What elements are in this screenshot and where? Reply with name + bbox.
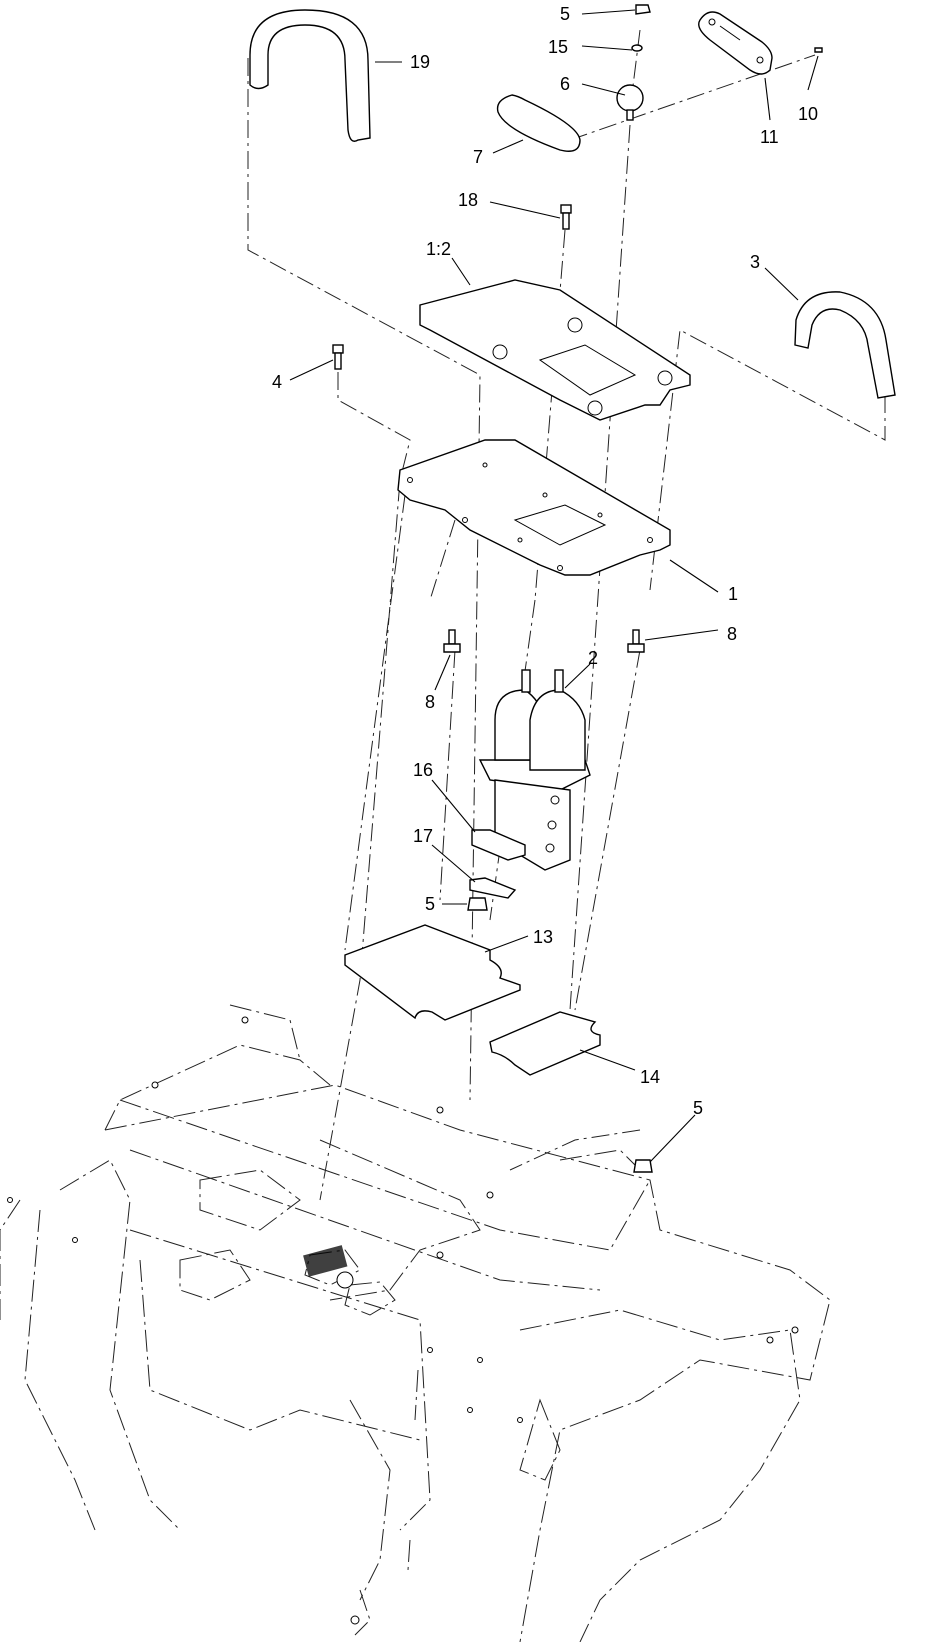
callout-1-2: 1:2 [426, 239, 451, 259]
callout-5: 5 [560, 4, 570, 24]
part-17-bracket [469, 877, 517, 899]
callout-19: 19 [410, 52, 430, 72]
callout-5-mid: 5 [425, 894, 435, 914]
part-8-bolt-left [443, 629, 461, 653]
part-13-pad [344, 924, 521, 1021]
part-11-cover [698, 11, 773, 75]
callout-3: 3 [750, 252, 760, 272]
part-10-screw [814, 47, 823, 53]
part-5-nut-lower [633, 1159, 653, 1173]
callout-8-left: 8 [425, 692, 435, 712]
part-5-nut-top [635, 4, 651, 15]
callout-1: 1 [728, 584, 738, 604]
part-1-plate [397, 439, 671, 576]
callout-leaders [289, 9, 819, 1163]
callout-2: 2 [588, 648, 598, 668]
part-19-handle [249, 9, 371, 142]
part-5-nut-mid [467, 897, 488, 911]
callout-8-right: 8 [727, 624, 737, 644]
part-4-bolt [332, 344, 344, 370]
part-3-handle [794, 291, 896, 399]
part-6-knob [616, 84, 644, 121]
part-18-bolt [560, 204, 572, 230]
callout-7: 7 [473, 147, 483, 167]
callout-16: 16 [413, 760, 433, 780]
part-16-bracket [471, 829, 526, 861]
callout-4: 4 [272, 372, 282, 392]
callout-10: 10 [798, 104, 818, 124]
part-15-washer [631, 44, 643, 52]
part-7-grip [496, 94, 581, 152]
callout-17: 17 [413, 826, 433, 846]
part-8-bolt-right [627, 629, 645, 653]
phantom-frame [0, 1004, 831, 1642]
part-1-2-gasket [419, 279, 691, 421]
callout-11: 11 [760, 127, 779, 147]
callout-6: 6 [560, 74, 570, 94]
callout-15: 15 [548, 37, 568, 57]
callout-18: 18 [458, 190, 478, 210]
callout-labels: 5 15 6 7 19 10 11 18 1:2 3 4 1 8 8 2 16 … [272, 4, 818, 1118]
callout-5-lower: 5 [693, 1098, 703, 1118]
part-14-pad [489, 1011, 601, 1076]
callout-13: 13 [533, 927, 553, 947]
callout-14: 14 [640, 1067, 660, 1087]
